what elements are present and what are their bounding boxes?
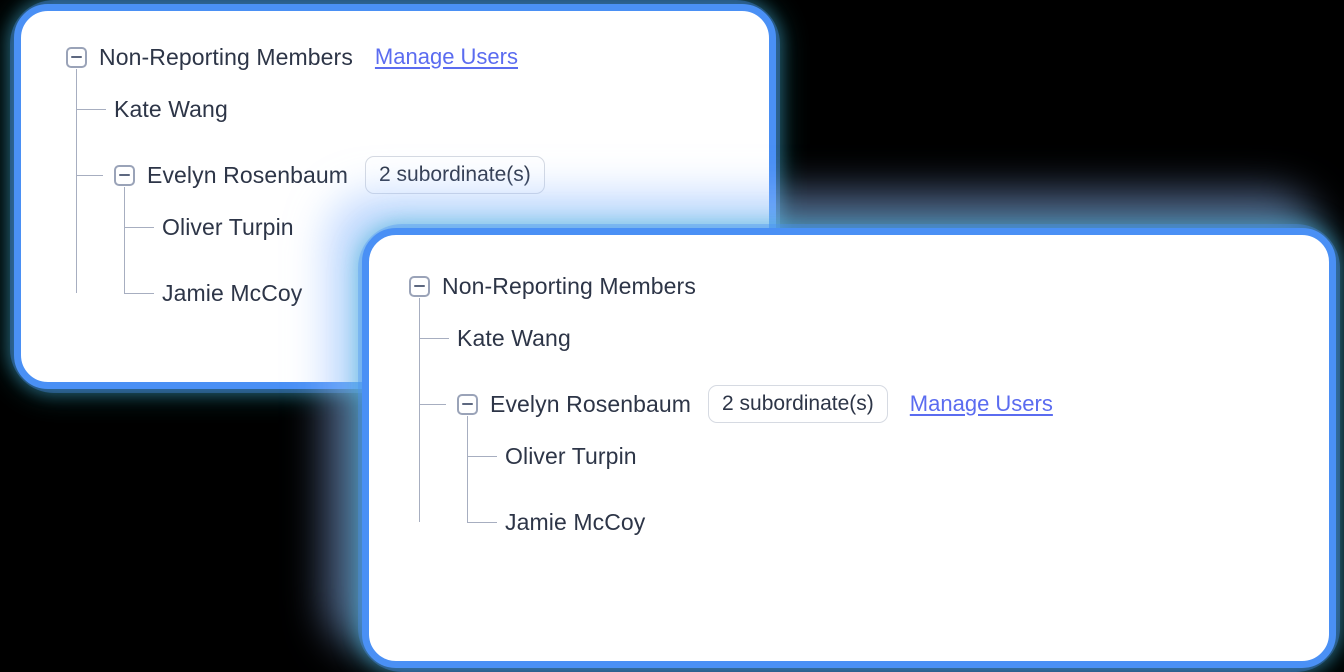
- row-spacer: [114, 135, 545, 149]
- manage-users-link[interactable]: Manage Users: [374, 44, 518, 69]
- tree-node-evelyn-rosenbaum: Evelyn Rosenbaum 2 subordinate(s) Oliver…: [76, 149, 545, 319]
- manage-users-link[interactable]: Manage Users: [909, 391, 1053, 416]
- subordinate-count-badge[interactable]: 2 subordinate(s): [708, 385, 888, 423]
- tree-node-root: Non-Reporting Members Manage Users Kate …: [66, 31, 545, 319]
- tree-row-non-reporting-members[interactable]: Non-Reporting Members: [409, 260, 1053, 312]
- tree-node-oliver-turpin: Oliver Turpin: [124, 201, 545, 253]
- tree-children-root: Kate Wang Evelyn Rosenbaum 2 subordinate…: [419, 298, 1053, 548]
- row-spacer: [457, 364, 1053, 378]
- tree-row-oliver-turpin[interactable]: Oliver Turpin: [467, 430, 1053, 482]
- tree-node-label: Non-Reporting Members: [442, 272, 696, 299]
- tree-node-label: Jamie McCoy: [162, 279, 303, 306]
- tree-node-label: Kate Wang: [457, 324, 571, 351]
- tree-node-evelyn-rosenbaum: Evelyn Rosenbaum 2 subordinate(s) Manage…: [419, 378, 1053, 548]
- minus-glyph: [71, 56, 82, 58]
- tree-node-oliver-turpin: Oliver Turpin: [467, 430, 1053, 482]
- tree-node-jamie-mccoy: Jamie McCoy: [467, 496, 1053, 548]
- tree-node-label: Oliver Turpin: [505, 442, 637, 469]
- tree-node-label: Non-Reporting Members: [99, 43, 353, 70]
- collapse-toggle-icon[interactable]: [409, 275, 430, 297]
- minus-glyph: [414, 285, 425, 287]
- tree-row-jamie-mccoy[interactable]: Jamie McCoy: [124, 267, 545, 319]
- tree-node-label: Evelyn Rosenbaum: [147, 161, 349, 188]
- tree-node-root: Non-Reporting Members Kate Wang: [409, 260, 1053, 548]
- tree-node-label: Jamie McCoy: [505, 508, 646, 535]
- tree-row-non-reporting-members[interactable]: Non-Reporting Members Manage Users: [66, 31, 545, 83]
- org-tree-front: Non-Reporting Members Kate Wang: [409, 260, 1053, 548]
- tree-node-label: Evelyn Rosenbaum: [490, 390, 692, 417]
- tree-node-jamie-mccoy: Jamie McCoy: [124, 267, 545, 319]
- tree-row-jamie-mccoy[interactable]: Jamie McCoy: [467, 496, 1053, 548]
- tree-row-evelyn-rosenbaum[interactable]: Evelyn Rosenbaum 2 subordinate(s) Manage…: [419, 378, 1053, 430]
- org-tree-card-front: Non-Reporting Members Kate Wang: [362, 228, 1336, 668]
- tree-children-root: Kate Wang Evelyn Rosenbaum 2 subordinate…: [76, 69, 545, 319]
- tree-row-kate-wang[interactable]: Kate Wang: [76, 83, 545, 135]
- tree-row-oliver-turpin[interactable]: Oliver Turpin: [124, 201, 545, 253]
- tree-row-evelyn-rosenbaum[interactable]: Evelyn Rosenbaum 2 subordinate(s): [76, 149, 545, 201]
- tree-node-kate-wang: Kate Wang: [76, 83, 545, 135]
- tree-node-label: Oliver Turpin: [162, 213, 294, 240]
- row-spacer: [505, 482, 1053, 496]
- collapse-toggle-icon[interactable]: [66, 46, 87, 68]
- minus-glyph: [462, 403, 473, 405]
- tree-children-evelyn: Oliver Turpin Jamie McCoy: [124, 187, 545, 319]
- tree-node-kate-wang: Kate Wang: [419, 312, 1053, 364]
- collapse-toggle-icon[interactable]: [457, 393, 478, 415]
- collapse-toggle-icon[interactable]: [114, 164, 135, 186]
- tree-children-evelyn: Oliver Turpin Jamie McCoy: [467, 416, 1053, 548]
- tree-node-label: Kate Wang: [114, 95, 228, 122]
- subordinate-count-badge[interactable]: 2 subordinate(s): [365, 156, 545, 194]
- minus-glyph: [119, 174, 130, 176]
- org-tree-back: Non-Reporting Members Manage Users Kate …: [66, 31, 545, 319]
- tree-row-kate-wang[interactable]: Kate Wang: [419, 312, 1053, 364]
